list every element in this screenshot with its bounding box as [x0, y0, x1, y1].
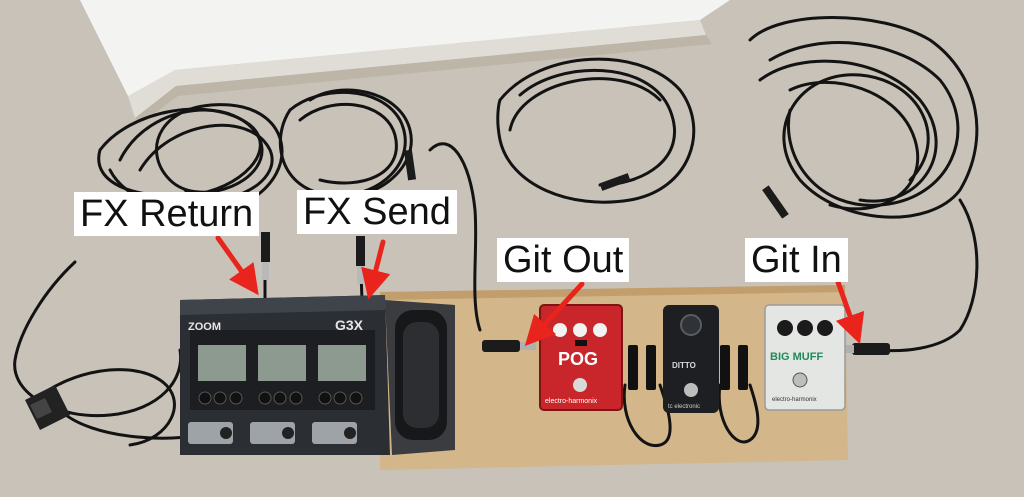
zoom-g3x-unit: ZOOM G3X: [180, 295, 455, 455]
label-git-in: Git In: [745, 238, 848, 282]
arrow-fx-return: [215, 235, 259, 296]
bigmuff-name-text: BIG MUFF: [770, 351, 823, 363]
tc-pedal: DITTO tc electronic: [663, 305, 719, 413]
power-plug: [25, 385, 70, 430]
patch-connectors: [628, 345, 748, 390]
tc-name-text: DITTO: [672, 361, 696, 370]
pog-brand-text: electro-harmonix: [545, 398, 598, 405]
bigmuff-brand-text: electro-harmonix: [772, 397, 817, 403]
label-fx-send: FX Send: [297, 190, 457, 234]
lcd-1: [198, 345, 246, 381]
annotation-arrows: [215, 235, 865, 347]
wall: [80, 0, 730, 96]
label-fx-return: FX Return: [74, 192, 260, 236]
pog-name-text: POG: [558, 349, 598, 369]
arrow-fx-send: [361, 239, 391, 300]
arrow-git-in: [835, 279, 865, 345]
lcd-2: [258, 345, 306, 381]
arrow-git-out: [524, 281, 585, 347]
zoom-model-text: G3X: [335, 317, 364, 333]
pog-pedal: POG electro-harmonix: [539, 304, 623, 411]
lcd-3: [318, 345, 366, 381]
tc-brand-text: tc electronic: [668, 404, 700, 410]
baseboard-shadow: [135, 35, 712, 124]
label-git-out: Git Out: [497, 238, 630, 282]
zoom-brand-text: ZOOM: [188, 321, 221, 333]
bigmuff-pedal: BIG MUFF electro-harmonix: [764, 304, 846, 411]
baseboard: [128, 20, 706, 118]
